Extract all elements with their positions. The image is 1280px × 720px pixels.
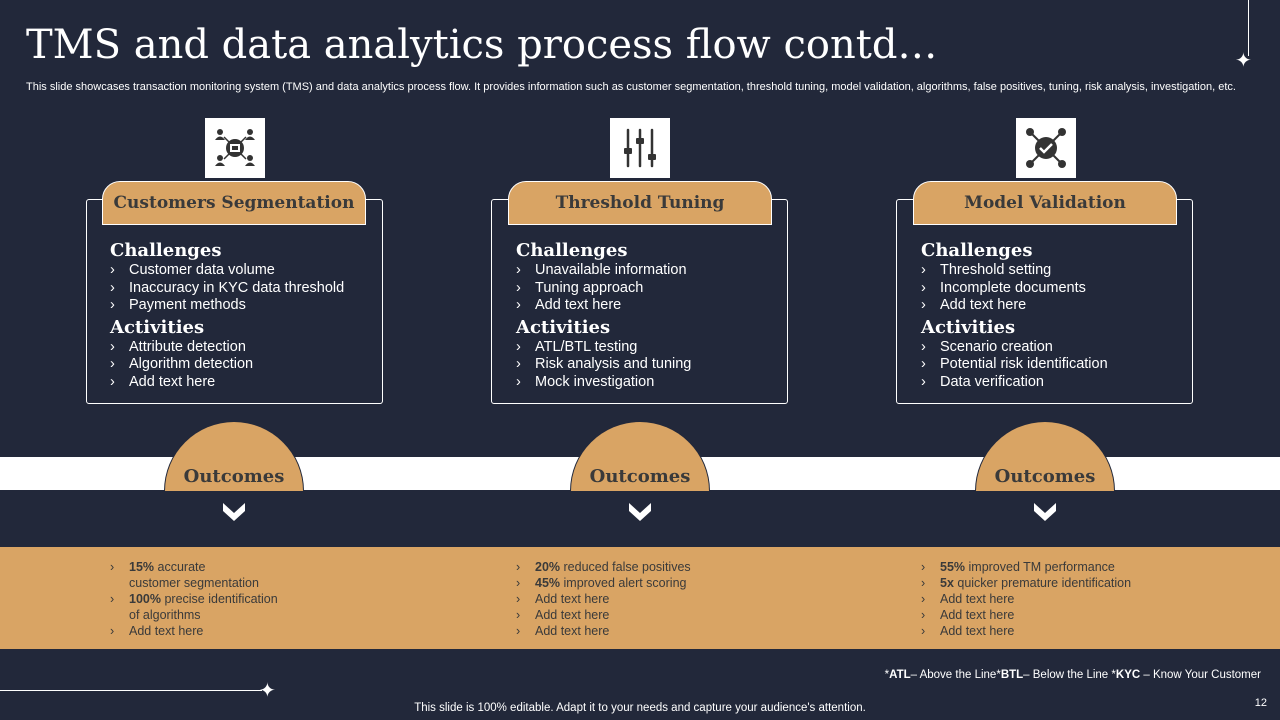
list-item: ATL/BTL testing	[516, 339, 786, 357]
outcomes-list-3: 55% improved TM performance 5x quicker p…	[921, 559, 1131, 639]
footer-note: This slide is 100% editable. Adapt it to…	[414, 702, 866, 714]
list-item: Add text here	[516, 607, 691, 623]
sparkle-icon: ✦	[259, 680, 276, 702]
list-item: 15% accurate	[110, 559, 278, 575]
abbreviations-note: *ATL– Above the Line*BTL– Below the Line…	[884, 669, 1261, 681]
list-item: Add text here	[921, 297, 1191, 315]
outcomes-dome: Outcomes	[570, 421, 710, 491]
list-item: 5x quicker premature identification	[921, 575, 1131, 591]
list-item: 100% precise identification	[110, 591, 278, 607]
activities-title: Activities	[516, 316, 611, 338]
list-item: Potential risk identification	[921, 356, 1191, 374]
page-number: 12	[1254, 697, 1267, 709]
list-item: Mock investigation	[516, 374, 786, 392]
list-item: Tuning approach	[516, 280, 786, 298]
list-item: 45% improved alert scoring	[516, 575, 691, 591]
top-right-vertical-line	[1248, 0, 1249, 56]
list-item: Add text here	[516, 297, 786, 315]
outcomes-list-2: 20% reduced false positives 45% improved…	[516, 559, 691, 639]
slide-subtitle: This slide showcases transaction monitor…	[26, 81, 1236, 93]
challenges-title: Challenges	[110, 240, 222, 261]
chevron-down-icon	[223, 503, 245, 521]
list-item: Add text here	[110, 374, 380, 392]
challenges-title: Challenges	[516, 240, 628, 261]
heading-customers-segmentation: Customers Segmentation	[102, 181, 366, 225]
list-item: Data verification	[921, 374, 1191, 392]
list-item: Customer data volume	[110, 262, 380, 280]
outcomes-list-1: 15% accurate customer segmentation 100% …	[110, 559, 278, 639]
list-item: Threshold setting	[921, 262, 1191, 280]
sliders-icon	[610, 118, 670, 178]
list-item: Unavailable information	[516, 262, 786, 280]
activities-list: ATL/BTL testing Risk analysis and tuning…	[516, 339, 786, 392]
chevron-down-icon	[1034, 503, 1056, 521]
list-item: Add text here	[110, 623, 278, 639]
challenges-list: Threshold setting Incomplete documents A…	[921, 262, 1191, 315]
list-item: Attribute detection	[110, 339, 380, 357]
card-body-1: Challenges Customer data volume Inaccura…	[110, 240, 380, 393]
activities-list: Attribute detection Algorithm detection …	[110, 339, 380, 392]
list-item: Add text here	[921, 623, 1131, 639]
list-item: of algorithms	[129, 608, 201, 622]
chevron-down-icon	[629, 503, 651, 521]
challenges-title: Challenges	[921, 240, 1033, 261]
list-item: Inaccuracy in KYC data threshold	[110, 280, 380, 298]
list-item: Add text here	[921, 607, 1131, 623]
list-item: Add text here	[516, 591, 691, 607]
list-item: Add text here	[516, 623, 691, 639]
heading-threshold-tuning: Threshold Tuning	[508, 181, 772, 225]
activities-title: Activities	[921, 316, 1016, 338]
outcomes-dome: Outcomes	[975, 421, 1115, 491]
list-item: Payment methods	[110, 297, 380, 315]
bottom-left-horizontal-line	[0, 690, 262, 691]
network-check-icon	[1016, 118, 1076, 178]
challenges-list: Unavailable information Tuning approach …	[516, 262, 786, 315]
activities-list: Scenario creation Potential risk identif…	[921, 339, 1191, 392]
list-item: Add text here	[921, 591, 1131, 607]
heading-model-validation: Model Validation	[913, 181, 1177, 225]
card-body-3: Challenges Threshold setting Incomplete …	[921, 240, 1191, 393]
list-item: Risk analysis and tuning	[516, 356, 786, 374]
people-network-icon	[205, 118, 265, 178]
list-item: 20% reduced false positives	[516, 559, 691, 575]
slide-title: TMS and data analytics process flow cont…	[26, 22, 938, 68]
sparkle-icon: ✦	[1235, 50, 1252, 72]
list-item: Scenario creation	[921, 339, 1191, 357]
list-item: Incomplete documents	[921, 280, 1191, 298]
list-item: Algorithm detection	[110, 356, 380, 374]
challenges-list: Customer data volume Inaccuracy in KYC d…	[110, 262, 380, 315]
card-body-2: Challenges Unavailable information Tunin…	[516, 240, 786, 393]
list-item: customer segmentation	[129, 576, 259, 590]
outcomes-dome: Outcomes	[164, 421, 304, 491]
list-item: 55% improved TM performance	[921, 559, 1131, 575]
activities-title: Activities	[110, 316, 205, 338]
